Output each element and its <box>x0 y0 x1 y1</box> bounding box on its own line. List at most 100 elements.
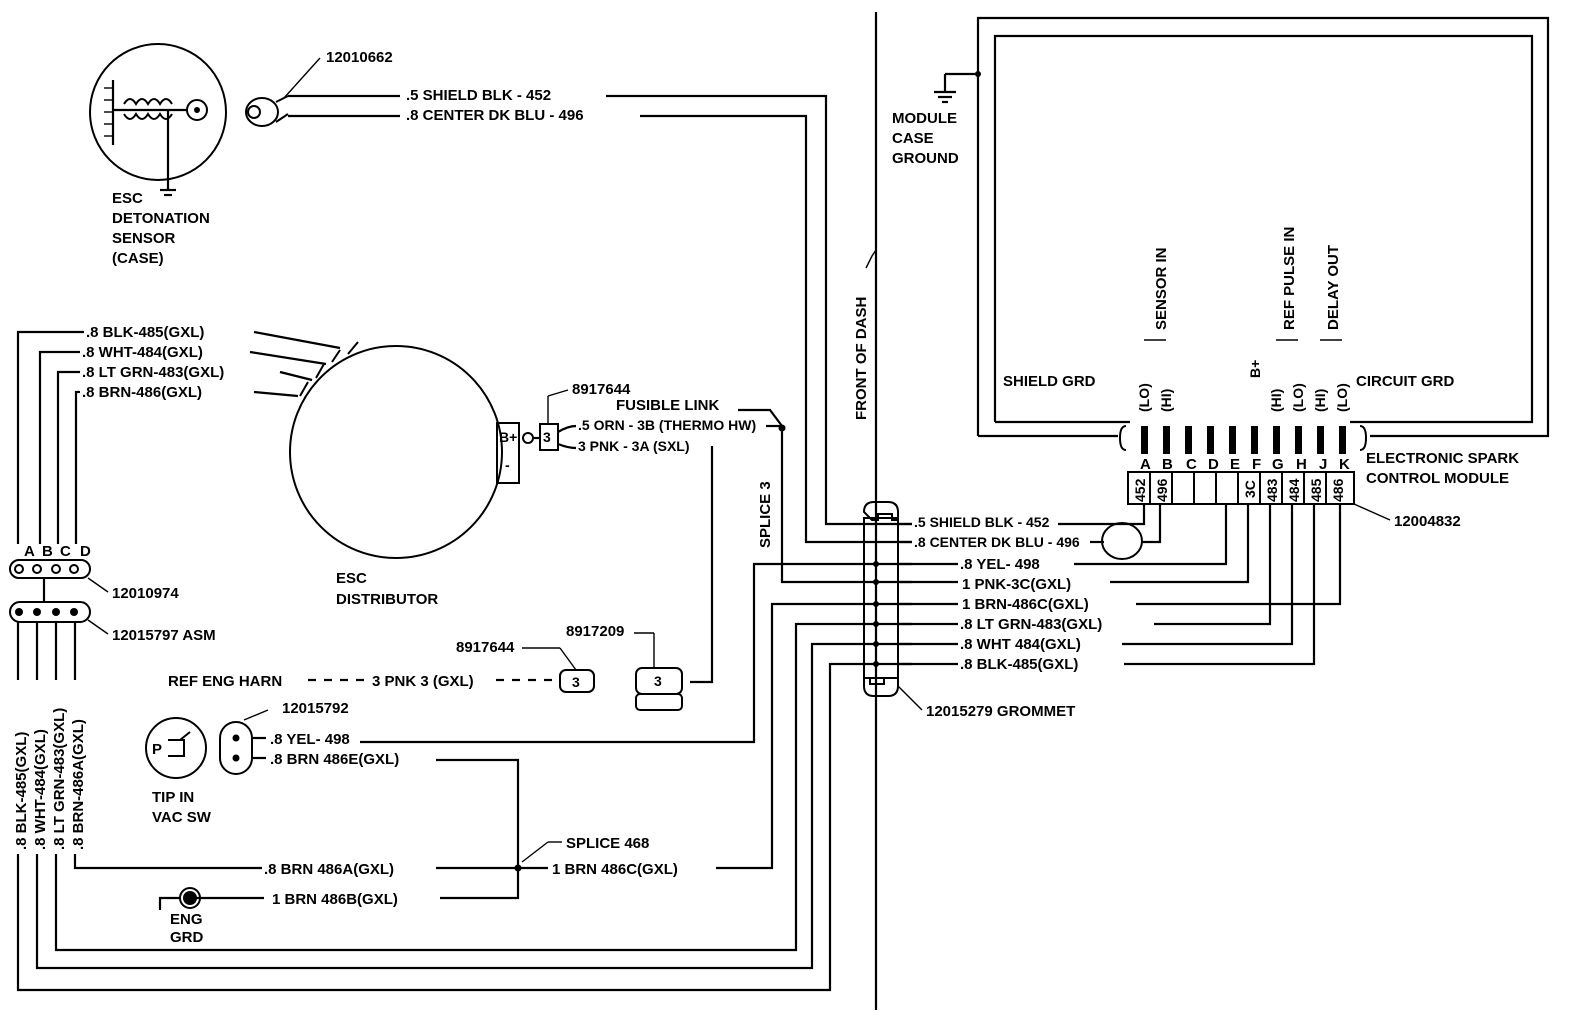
module-title-2: CONTROL MODULE <box>1366 470 1509 487</box>
ref-harness-label: REF ENG HARN <box>168 673 282 690</box>
grommet-part-number: 12015279 GROMMET <box>926 703 1075 720</box>
vac-title-2: VAC SW <box>152 809 212 826</box>
pin-letter-f: F <box>1252 456 1261 473</box>
grommet-wire-5: 1 BRN-486C(GXL) <box>962 596 1089 613</box>
sensor-wire-shield: .5 SHIELD BLK - 452 <box>406 87 551 104</box>
vac-part-number: 12015792 <box>282 700 349 717</box>
vwire-3: .8 LT GRN-483(GXL) <box>51 708 68 850</box>
ref-part-b: 8917209 <box>566 623 624 640</box>
module-title-1: ELECTRONIC SPARK <box>1366 450 1519 467</box>
fusible-link-label: FUSIBLE LINK <box>616 397 719 414</box>
dist-wire-4: .8 BRN-486(GXL) <box>82 384 202 401</box>
pin-letter-g: G <box>1272 456 1284 473</box>
module-connector: A B C D E F G H J K 452 496 3C 483 484 4… <box>1118 227 1519 530</box>
dist-title-1: ESC <box>336 570 367 587</box>
pin-tag-g: (HI) <box>1268 389 1284 412</box>
grommet-wire-2: .8 CENTER DK BLU - 496 <box>914 534 1080 550</box>
dist-wire-1: .8 BLK-485(GXL) <box>86 324 204 341</box>
dist-title-2: DISTRIBUTOR <box>336 591 438 608</box>
vac-wire-b: .8 BRN 486E(GXL) <box>270 751 399 768</box>
splice-3: SPLICE 3 <box>757 428 912 584</box>
splice468-wire-a: .8 BRN 486A(GXL) <box>264 861 394 878</box>
pin-tag-h: (LO) <box>1290 383 1306 412</box>
dist-wire-2: .8 WHT-484(GXL) <box>82 344 203 361</box>
grommet: 12015279 GROMMET .5 SHIELD BLK - 452 .8 … <box>862 501 1102 720</box>
pin-tag-a: (LO) <box>1136 383 1152 412</box>
grommet-wire-4: 1 PNK-3C(GXL) <box>962 576 1071 593</box>
pin-letter-j: J <box>1319 456 1327 473</box>
eng-grd-1: ENG <box>170 911 203 928</box>
shield-grd-label: SHIELD GRD <box>1003 373 1096 390</box>
vwire-1: .8 BLK-485(GXL) <box>13 732 30 850</box>
vwire-2: .8 WHT-484(GXL) <box>32 729 49 850</box>
tip-in-vac-switch: P TIP IN VAC SW 12015792 .8 YEL- 498 .8 … <box>145 562 912 868</box>
module-feed-wires <box>1058 504 1342 666</box>
ref-eng-harness: REF ENG HARN 3 PNK 3 (GXL) 3 8917644 3 8… <box>168 623 683 711</box>
circuit-3c: 3C <box>1242 480 1258 498</box>
splice3-label: SPLICE 3 <box>757 481 774 548</box>
grommet-wire-6: .8 LT GRN-483(GXL) <box>960 616 1102 633</box>
grommet-wire-3: .8 YEL- 498 <box>960 556 1040 573</box>
circuit-452: 452 <box>1132 478 1148 502</box>
dist-bplus: B+ <box>499 429 517 445</box>
ref-part-a: 8917644 <box>456 639 515 656</box>
pin-letter-c: C <box>1186 456 1197 473</box>
fusible-link: 3 8917644 FUSIBLE LINK .5 ORN - 3B (THER… <box>533 381 786 684</box>
circuit-486: 486 <box>1330 478 1346 502</box>
front-of-dash: FRONT OF DASH <box>853 12 878 1010</box>
eng-grd-2: GRD <box>170 929 204 946</box>
pin-tag-b: (HI) <box>1158 389 1174 412</box>
splice-468: .8 BRN 486A(GXL) SPLICE 468 1 BRN 486C(G… <box>158 602 912 946</box>
module-case-ground: MODULE CASE GROUND <box>892 71 981 167</box>
splice468-wire-b: 1 BRN 486B(GXL) <box>272 891 398 908</box>
pin-letter-h: H <box>1296 456 1307 473</box>
sensor-title-3: SENSOR <box>112 230 176 247</box>
circuit-484: 484 <box>1286 478 1302 502</box>
sensor-title-4: (CASE) <box>112 250 164 267</box>
module-box: SHIELD GRD CIRCUIT GRD <box>976 16 1550 438</box>
vwire-4: .8 BRN-486A(GXL) <box>70 719 87 850</box>
connector-abcd: A B C D 12010974 12015797 ASM .8 BLK-485… <box>9 543 912 992</box>
conn-letter-c: C <box>60 543 71 560</box>
circuit-grd-label: CIRCUIT GRD <box>1356 373 1454 390</box>
pin-letter-e: E <box>1230 456 1240 473</box>
sensor-in-label: SENSOR IN <box>1153 247 1170 330</box>
fusible-conn-label: 3 <box>543 429 551 445</box>
ref-pulse-in-label: REF PULSE IN <box>1281 227 1298 330</box>
ref-conn-b-label: 3 <box>654 673 662 689</box>
circuit-496: 496 <box>1154 478 1170 502</box>
conn-top-part: 12010974 <box>112 585 179 602</box>
ref-conn-a-label: 3 <box>572 674 580 690</box>
vac-symbol: P <box>152 741 162 758</box>
front-of-dash-label: FRONT OF DASH <box>853 297 870 420</box>
pin-letter-k: K <box>1339 456 1350 473</box>
sensor-title-2: DETONATION <box>112 210 210 227</box>
conn-bottom-part: 12015797 ASM <box>112 627 216 644</box>
pin-letter-a: A <box>1140 456 1151 473</box>
esc-distributor: B+ - ESC DISTRIBUTOR .8 BLK-485(GXL) .8 … <box>16 324 534 608</box>
grommet-wire-8: .8 BLK-485(GXL) <box>960 656 1078 673</box>
vac-title-1: TIP IN <box>152 789 194 806</box>
fusible-wire-a: .5 ORN - 3B (THERMO HW) <box>578 417 756 433</box>
pin-tag-j: (HI) <box>1312 389 1328 412</box>
grommet-wire-7: .8 WHT 484(GXL) <box>960 636 1081 653</box>
module-ground-line1: MODULE <box>892 110 957 127</box>
detonation-sensor: ESC DETONATION SENSOR (CASE) 12010662 .5… <box>89 43 912 544</box>
conn-letter-d: D <box>80 543 91 560</box>
vac-wire-a: .8 YEL- 498 <box>270 731 350 748</box>
circuit-483: 483 <box>1264 478 1280 502</box>
dist-minus: - <box>505 457 510 473</box>
pin-letter-b: B <box>1162 456 1173 473</box>
conn-letter-a: A <box>24 543 35 560</box>
dist-wire-3: .8 LT GRN-483(GXL) <box>82 364 224 381</box>
conn-letter-b: B <box>42 543 53 560</box>
pin-tag-k: (LO) <box>1334 383 1350 412</box>
fusible-wire-b: 3 PNK - 3A (SXL) <box>578 438 690 454</box>
module-ground-line2: CASE <box>892 130 934 147</box>
bplus-label: B+ <box>1247 360 1263 378</box>
sensor-title-1: ESC <box>112 190 143 207</box>
ref-harness-wire: 3 PNK 3 (GXL) <box>372 673 474 690</box>
delay-out-label: DELAY OUT <box>1325 245 1342 330</box>
sensor-wire-center: .8 CENTER DK BLU - 496 <box>406 107 584 124</box>
